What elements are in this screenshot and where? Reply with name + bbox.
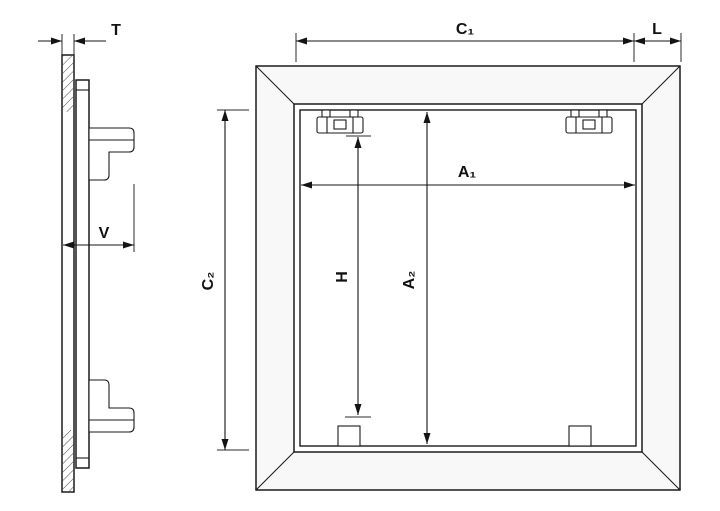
side-flange <box>61 54 75 493</box>
mitre-bottom-left <box>255 451 295 491</box>
bottom-tab-left <box>337 425 361 447</box>
dim-label-h: H <box>334 271 351 283</box>
mitre-top-right <box>641 65 681 105</box>
dim-label-c1: C₁ <box>456 21 475 38</box>
dim-label-t: T <box>111 22 121 39</box>
side-view: T V <box>38 22 135 493</box>
latch-top-right <box>565 109 613 134</box>
hatch-bottom <box>62 430 74 492</box>
dim-label-a2: A₂ <box>401 271 418 290</box>
latch-foot <box>570 109 580 118</box>
dim-label-c2: C₂ <box>200 272 217 291</box>
dim-label-a1: A₁ <box>458 164 477 181</box>
latch-foot <box>598 109 608 118</box>
dim-label-v: V <box>99 225 110 242</box>
side-latch-bottom <box>88 379 135 433</box>
side-latch-top <box>88 127 135 181</box>
latch-top-left <box>316 109 364 134</box>
latch-foot <box>321 109 331 118</box>
front-view: C₁ L A₁ C₂ H A₂ <box>200 21 682 491</box>
latch-foot <box>349 109 359 118</box>
dim-label-l: L <box>652 21 662 38</box>
mitre-bottom-right <box>641 451 681 491</box>
bottom-tab-right <box>568 425 592 447</box>
side-door-panel <box>75 79 90 469</box>
mitre-top-left <box>255 65 295 105</box>
latch-center-detail <box>582 119 596 130</box>
latch-center-detail <box>333 119 347 130</box>
hatch-top <box>62 55 74 112</box>
